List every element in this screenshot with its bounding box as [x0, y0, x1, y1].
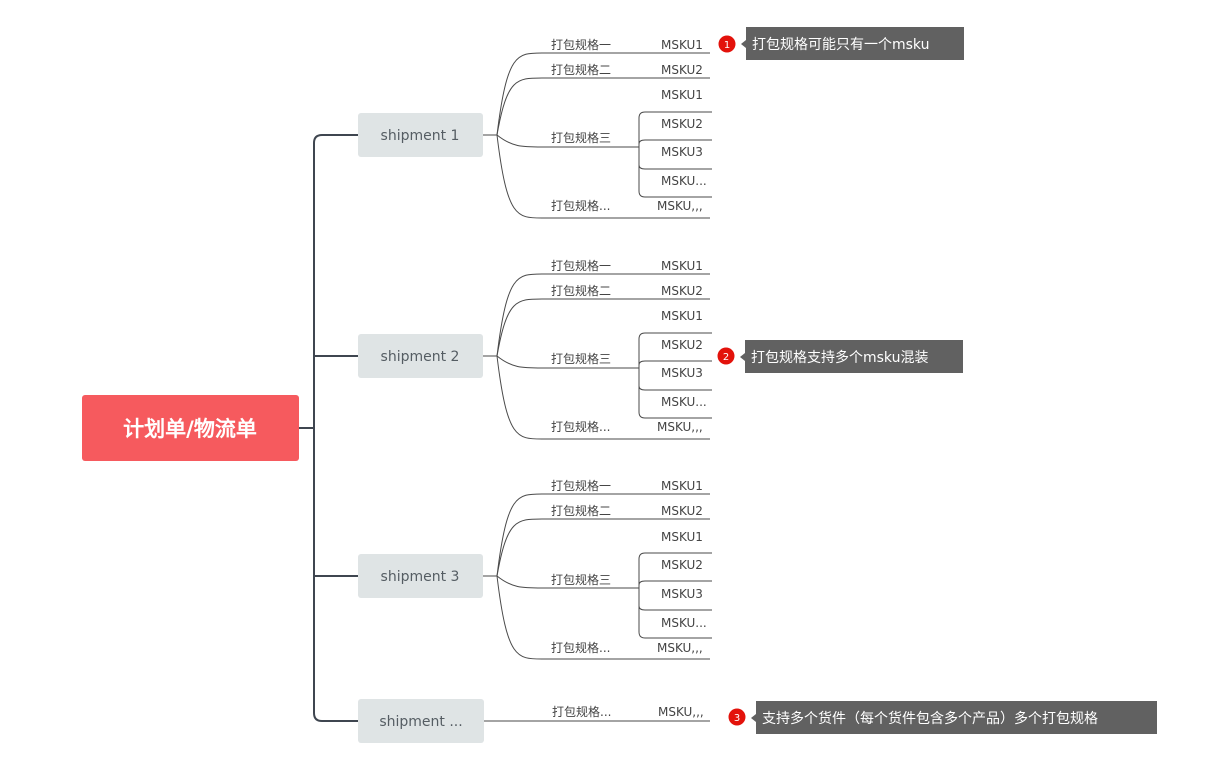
msku-label[interactable]: MSKU,,,: [658, 705, 704, 719]
branch-line: [638, 385, 712, 391]
branch-line: [496, 77, 710, 136]
branch-line: [496, 355, 710, 440]
shipment-node-label: shipment ...: [379, 714, 462, 730]
msku-label[interactable]: MSKU1: [661, 479, 703, 493]
note-badge-number: 2: [723, 352, 729, 363]
shipment-3-branches: 打包规格一 MSKU1 打包规格二 MSKU2 打包规格三 MSKU1 MSKU…: [551, 478, 707, 655]
shipment-node-label: shipment 2: [381, 349, 460, 365]
msku-label[interactable]: MSKU1: [661, 530, 703, 544]
msku-label[interactable]: MSKU2: [661, 117, 703, 131]
package-label[interactable]: 打包规格一: [551, 478, 611, 493]
msku-label[interactable]: MSKU3: [661, 587, 703, 601]
msku-label[interactable]: MSKU1: [661, 88, 703, 102]
msku-label[interactable]: MSKU...: [661, 174, 707, 188]
branch-line: [496, 518, 710, 577]
package-label[interactable]: 打包规格...: [552, 704, 611, 719]
shipment-node-label: shipment 3: [381, 569, 460, 585]
connector-lines: [299, 52, 712, 722]
msku-label[interactable]: MSKU...: [661, 616, 707, 630]
shipment-1-branches: 打包规格一 MSKU1 打包规格二 MSKU2 打包规格三 MSKU1 MSKU…: [551, 37, 707, 213]
branch-line: [638, 111, 712, 198]
branch-line: [496, 355, 625, 369]
branch-line: [638, 332, 712, 419]
package-label[interactable]: 打包规格二: [551, 503, 611, 518]
msku-label[interactable]: MSKU2: [661, 338, 703, 352]
package-label[interactable]: 打包规格...: [551, 640, 610, 655]
shipment-node-4[interactable]: shipment ...: [358, 699, 484, 743]
shipment-2-branches: 打包规格一 MSKU1 打包规格二 MSKU2 打包规格三 MSKU1 MSKU…: [551, 258, 707, 434]
branch-line: [638, 580, 712, 586]
msku-label[interactable]: MSKU,,,: [657, 199, 703, 213]
msku-label[interactable]: MSKU2: [661, 284, 703, 298]
note-badge-number: 1: [724, 40, 730, 51]
package-label[interactable]: 打包规格三: [551, 130, 611, 145]
package-label[interactable]: 打包规格...: [551, 419, 610, 434]
branch-line: [496, 298, 710, 357]
shipment-node-box: [358, 334, 483, 378]
root-node[interactable]: 计划单/物流单: [82, 395, 299, 461]
msku-label[interactable]: MSKU2: [661, 504, 703, 518]
msku-label[interactable]: MSKU,,,: [657, 420, 703, 434]
package-label[interactable]: 打包规格...: [551, 198, 610, 213]
branch-line: [638, 605, 712, 611]
msku-label[interactable]: MSKU2: [661, 558, 703, 572]
msku-label[interactable]: MSKU...: [661, 395, 707, 409]
package-label[interactable]: 打包规格一: [551, 37, 611, 52]
note-text: 打包规格支持多个msku混装: [751, 349, 928, 366]
branch-line: [638, 360, 712, 366]
note-badge-number: 3: [734, 713, 740, 724]
note-box: [740, 340, 963, 373]
shipment-node-box: [358, 554, 483, 598]
branch-line: [638, 139, 712, 145]
root-node-label: 计划单/物流单: [123, 417, 257, 441]
note-text: 支持多个货件（每个货件包含多个产品）多个打包规格: [762, 710, 1098, 727]
shipment-node-box: [358, 113, 483, 157]
branch-line: [638, 552, 712, 639]
branch-line: [496, 273, 710, 357]
note-callout-3[interactable]: 3 支持多个货件（每个货件包含多个产品）多个打包规格: [728, 701, 1158, 734]
package-label[interactable]: 打包规格一: [551, 258, 611, 273]
note-box: [751, 701, 1157, 734]
msku-label[interactable]: MSKU2: [661, 63, 703, 77]
shipment-node-2[interactable]: shipment 2: [358, 334, 483, 378]
branch-line: [496, 575, 625, 589]
note-callout-2[interactable]: 2 打包规格支持多个msku混装: [717, 340, 964, 373]
msku-label[interactable]: MSKU,,,: [657, 641, 703, 655]
msku-label[interactable]: MSKU1: [661, 259, 703, 273]
shipment-node-box: [358, 699, 484, 743]
msku-label[interactable]: MSKU3: [661, 145, 703, 159]
branch-line: [496, 575, 710, 660]
msku-label[interactable]: MSKU3: [661, 366, 703, 380]
root-node-box: [82, 395, 299, 461]
marker-3-icon: [728, 708, 746, 726]
note-box: [741, 27, 964, 60]
note-callout-1[interactable]: 1 打包规格可能只有一个msku: [718, 27, 965, 60]
marker-1-icon: [718, 35, 736, 53]
shipment-node-label: shipment 1: [381, 128, 460, 144]
branch-line: [496, 52, 710, 136]
package-label[interactable]: 打包规格三: [551, 351, 611, 366]
trunk-line: [313, 134, 358, 722]
branch-line: [638, 164, 712, 170]
branch-line: [496, 134, 710, 219]
package-label[interactable]: 打包规格三: [551, 572, 611, 587]
msku-label[interactable]: MSKU1: [661, 38, 703, 52]
branch-line: [496, 134, 625, 148]
note-text: 打包规格可能只有一个msku: [752, 36, 929, 53]
msku-label[interactable]: MSKU1: [661, 309, 703, 323]
branch-line: [496, 493, 710, 577]
shipment-node-3[interactable]: shipment 3: [358, 554, 483, 598]
shipment-node-1[interactable]: shipment 1: [358, 113, 483, 157]
package-label[interactable]: 打包规格二: [551, 283, 611, 298]
shipment-4-branches: 打包规格... MSKU,,,: [552, 704, 704, 719]
package-label[interactable]: 打包规格二: [551, 62, 611, 77]
marker-2-icon: [717, 347, 735, 365]
